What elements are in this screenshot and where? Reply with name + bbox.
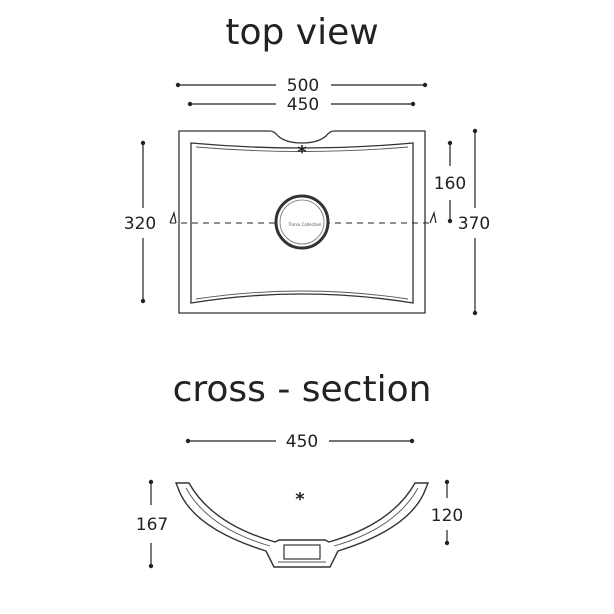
outer-depth-dimension: 370 [458,128,490,316]
section-marker: * [295,489,305,510]
outer-depth-label: 370 [458,214,490,234]
bowl-edge-top [195,146,409,152]
section-mark-left [169,210,177,224]
inner-width-label: 450 [287,95,319,115]
basin-inner-wall-right [333,487,419,547]
top-view: top view 500 450 Tronix Col [124,12,490,316]
drain-outlet [283,544,321,560]
section-width-dimension: 450 [185,432,415,452]
outer-width-dimension: 500 [175,76,428,96]
total-height-label: 167 [136,515,168,535]
inner-width-dimension: 450 [187,95,416,115]
drain-brand-mark: Tronix Collection [288,222,322,227]
inner-depth-dimension: 320 [124,140,156,304]
total-height-dimension: 167 [136,479,168,569]
basin-inner-wall-left [185,487,271,547]
drain-inner-ring [279,199,325,245]
top-view-marker: * [297,142,307,163]
inner-depth-label: 320 [124,214,156,234]
bowl-height-label: 120 [431,506,463,526]
cross-section-title: cross - section [173,369,432,410]
cross-section: cross - section 450 * 167 [136,369,463,569]
offset-dimension: 160 [434,140,466,224]
bowl-height-dimension: 120 [431,479,463,546]
section-width-label: 450 [286,432,318,452]
offset-label: 160 [434,174,466,194]
section-mark-right [429,210,437,224]
top-view-title: top view [225,12,378,53]
outer-width-label: 500 [287,76,319,96]
bowl-edge-bottom [195,290,409,300]
